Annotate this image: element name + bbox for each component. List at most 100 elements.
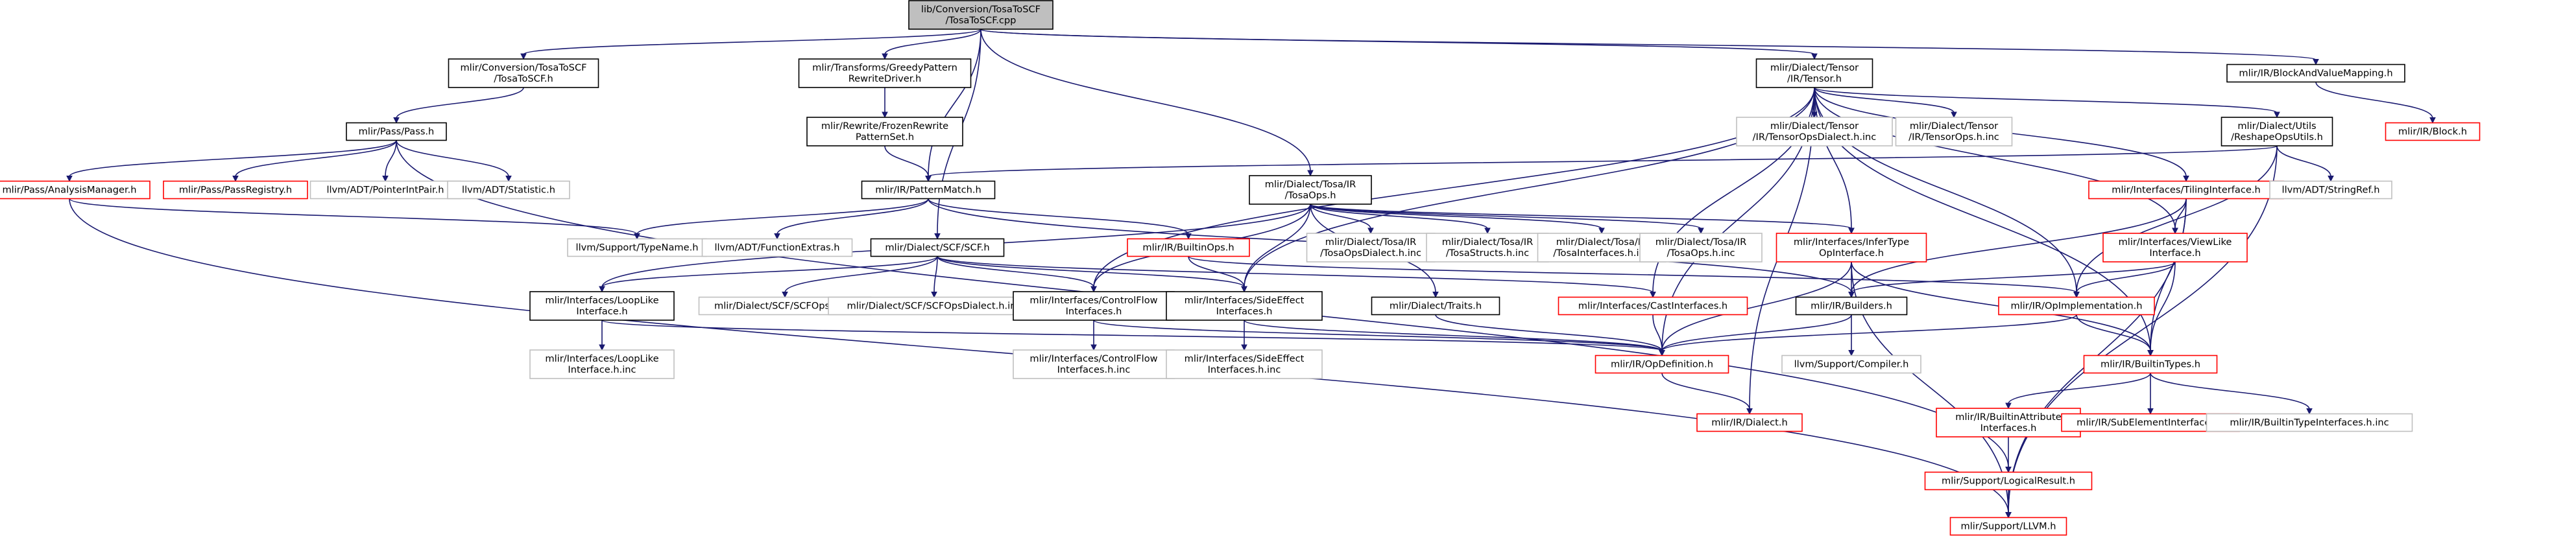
edges-layer	[66, 29, 2436, 519]
node-box	[1936, 408, 2081, 437]
node-label: mlir/IR/Builders.h	[1811, 301, 1892, 312]
edge-arrowhead	[931, 292, 937, 298]
edge-arrowhead	[232, 176, 239, 182]
node-reshapeOpsUtils[interactable]: mlir/Dialect/Utils/ReshapeOpsUtils.h	[2221, 117, 2333, 146]
node-label: mlir/Interfaces/ControlFlow	[1029, 353, 1157, 364]
node-box	[1924, 471, 2093, 491]
node-analysisManager[interactable]: mlir/Pass/AnalysisManager.h	[0, 180, 150, 200]
node-label: mlir/Dialect/Tosa/IR	[1265, 179, 1356, 190]
node-label: mlir/Dialect/Utils	[2237, 121, 2316, 132]
edge-patternMatch-to-functionExtras	[776, 198, 929, 235]
edge-root-to-tosaOps	[980, 29, 1311, 172]
node-box	[1696, 413, 1803, 432]
node-tosaOpsInc: mlir/Dialect/Tosa/IR/TosaOps.h.inc	[1639, 233, 1763, 262]
node-label: mlir/IR/BlockAndValueMapping.h	[2239, 68, 2392, 79]
node-tosaOps[interactable]: mlir/Dialect/Tosa/IR/TosaOps.h	[1249, 175, 1372, 205]
node-box	[828, 296, 1041, 316]
node-label: mlir/IR/BuiltinOps.h	[1142, 242, 1234, 253]
node-opDefinition[interactable]: mlir/IR/OpDefinition.h	[1595, 355, 1729, 374]
node-patternMatch[interactable]: mlir/IR/PatternMatch.h	[861, 180, 996, 200]
edge-arrowhead	[774, 233, 780, 240]
node-statistic: llvm/ADT/Statistic.h	[447, 180, 570, 200]
edge-passPass-to-pointerIntPair	[385, 140, 397, 177]
edge-viewLikeInterface-to-opImplementation	[2076, 261, 2176, 293]
node-root[interactable]: lib/Conversion/TosaToSCF/TosaToSCF.cpp	[908, 0, 1053, 30]
node-label: mlir/IR/SubElementInterfaces.h	[2076, 417, 2224, 428]
edge-arrowhead	[1432, 292, 1439, 298]
node-box	[0, 180, 150, 200]
node-box	[1776, 233, 1927, 262]
node-tilingInterface[interactable]: mlir/Interfaces/TilingInterface.h	[2088, 180, 2284, 200]
edge-scfH-to-sideEffectInterfaces	[937, 255, 1245, 288]
node-greedyDriver[interactable]: mlir/Transforms/GreedyPatternRewriteDriv…	[798, 58, 972, 88]
edge-passPass-to-analysisManager	[69, 139, 397, 178]
edge-arrowhead	[1241, 344, 1247, 351]
node-box	[870, 238, 1005, 257]
node-label: mlir/Interfaces/CastInterfaces.h	[1578, 301, 1727, 312]
node-traits[interactable]: mlir/Dialect/Traits.h	[1371, 296, 1500, 316]
edge-passPass-to-statistic	[396, 140, 509, 177]
node-label: mlir/IR/Block.h	[2398, 126, 2467, 137]
node-label: mlir/IR/OpImplementation.h	[2010, 301, 2142, 312]
node-irBlock[interactable]: mlir/IR/Block.h	[2385, 122, 2481, 141]
node-label: mlir/Dialect/Tosa/IR	[1442, 237, 1533, 248]
node-label: mlir/IR/PatternMatch.h	[875, 185, 981, 196]
node-builders[interactable]: mlir/IR/Builders.h	[1795, 296, 1908, 316]
edge-reshapeOpsUtils-to-stringRef	[2276, 145, 2331, 177]
node-functionExtras: llvm/ADT/FunctionExtras.h	[701, 238, 853, 257]
edge-builtinOps-to-opImplementation	[1188, 255, 2077, 294]
node-tensorOps[interactable]: mlir/Dialect/Tensor/IR/Tensor.h	[1755, 58, 1873, 88]
edge-arrowhead	[2313, 59, 2319, 65]
node-label: mlir/Interfaces/ControlFlow	[1029, 295, 1157, 306]
edge-tosaOps-to-inferTypeOpInterface	[1310, 204, 1852, 229]
edge-tosaOps-to-tosaOpsDialectInc	[1310, 204, 1371, 229]
node-builtinOps[interactable]: mlir/IR/BuiltinOps.h	[1127, 238, 1250, 257]
node-convTosaToSCF[interactable]: mlir/Conversion/TosaToSCF/TosaToSCF.h	[448, 58, 599, 88]
node-label: mlir/Pass/Pass.h	[359, 126, 435, 137]
edge-sideEffectInterfaces-to-opDefinition	[1244, 320, 1663, 352]
node-label: mlir/Dialect/Tensor	[1770, 121, 1859, 132]
edge-arrowhead	[1848, 292, 1855, 298]
node-box	[1166, 291, 1323, 321]
node-label: Interfaces.h.inc	[1057, 364, 1131, 375]
node-scfH[interactable]: mlir/Dialect/SCF/SCF.h	[870, 238, 1005, 257]
node-opImplementation[interactable]: mlir/IR/OpImplementation.h	[1998, 296, 2155, 316]
node-label: mlir/Dialect/Tosa/IR	[1325, 237, 1416, 248]
edge-patternMatch-to-typeName	[636, 198, 929, 235]
node-box	[1013, 291, 1175, 321]
edge-builtinTypes-to-builtinAttrInterfaces	[2008, 373, 2151, 404]
node-passRegistry[interactable]: mlir/Pass/PassRegistry.h	[163, 180, 308, 200]
node-castInterfaces[interactable]: mlir/Interfaces/CastInterfaces.h	[1558, 296, 1748, 316]
node-passPass[interactable]: mlir/Pass/Pass.h	[346, 122, 447, 141]
node-label: llvm/ADT/StringRef.h	[2282, 185, 2380, 196]
edge-arrowhead	[2306, 408, 2313, 415]
node-box	[447, 180, 570, 200]
node-label: mlir/Dialect/Traits.h	[1390, 301, 1482, 312]
node-box	[2083, 355, 2218, 374]
node-box	[529, 349, 675, 379]
node-label: mlir/Interfaces/InferType	[1794, 237, 1909, 248]
node-llvmH[interactable]: mlir/Support/LLVM.h	[1949, 517, 2067, 536]
edge-arrowhead	[925, 176, 932, 182]
node-blockAndValue[interactable]: mlir/IR/BlockAndValueMapping.h	[2226, 64, 2405, 83]
node-label: /TosaToSCF.h	[494, 73, 553, 84]
node-logicalResult[interactable]: mlir/Support/LogicalResult.h	[1924, 471, 2093, 491]
edge-arrowhead	[505, 176, 512, 182]
edge-reshapeOpsUtils-to-patternMatch	[928, 145, 2278, 178]
node-box	[309, 180, 461, 200]
edge-castInterfaces-to-opDefinition	[1652, 314, 1663, 351]
node-dialect[interactable]: mlir/IR/Dialect.h	[1696, 413, 1803, 432]
node-label: mlir/Dialect/Tosa/IR	[1556, 237, 1647, 248]
edge-arrowhead	[2005, 402, 2012, 410]
node-label: /TosaOps.h	[1284, 190, 1336, 201]
edge-arrowhead	[1698, 227, 1704, 235]
edge-builtinTypes-to-builtinTypeInterfacesInc	[2150, 373, 2310, 410]
node-builtinTypes[interactable]: mlir/IR/BuiltinTypes.h	[2083, 355, 2218, 374]
